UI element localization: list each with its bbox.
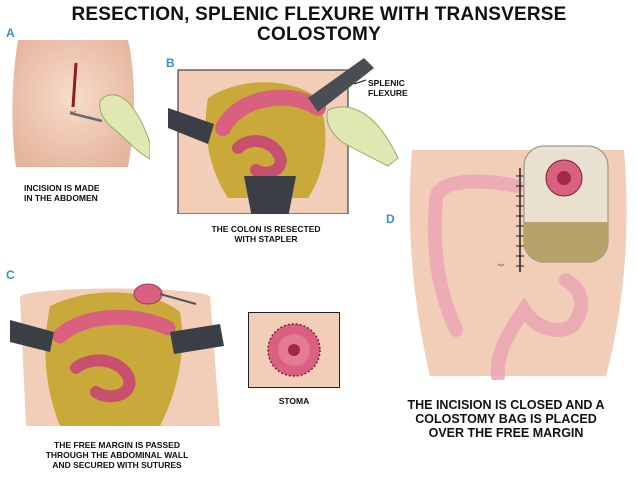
panel-d-caption: THE INCISION IS CLOSED AND A COLOSTOMY B… — [378, 398, 634, 440]
panel-d-illustration — [409, 145, 627, 380]
caption-line: THE INCISION IS CLOSED AND A — [407, 398, 605, 412]
label-line: SPLENIC — [368, 78, 405, 88]
panel-b-letter: B — [166, 56, 175, 70]
retractor-right — [170, 324, 224, 354]
caption-line: THE COLON IS RESECTED — [211, 224, 321, 234]
incision-line — [71, 62, 78, 108]
page-title: RESECTION, SPLENIC FLEXURE WITH TRANSVER… — [0, 5, 638, 45]
panel-c-illustration — [10, 283, 224, 426]
panel-a-letter: A — [6, 26, 15, 40]
caption-line: AND SECURED WITH SUTURES — [52, 460, 182, 470]
retractor-left — [10, 320, 54, 352]
caption-line: WITH STAPLER — [234, 234, 298, 244]
colon-loop — [52, 309, 176, 344]
colon-descending — [490, 273, 588, 380]
caption-line: OVER THE FREE MARGIN — [428, 426, 584, 440]
bag-contents — [524, 222, 608, 262]
free-margin-stoma — [133, 283, 163, 305]
caption-line: INCISION IS MADE — [24, 183, 100, 193]
retractor-left — [168, 108, 214, 144]
splenic-flexure-label: SPLENIC FLEXURE — [368, 78, 408, 98]
panel-c-caption: THE FREE MARGIN IS PASSED THROUGH THE AB… — [12, 440, 222, 470]
label-line: FLEXURE — [368, 88, 408, 98]
scalpel — [69, 111, 103, 123]
panel-d-letter: D — [386, 212, 395, 226]
glove-hand — [99, 94, 150, 160]
stapler-instrument — [308, 58, 374, 112]
stoma-inset — [248, 312, 340, 388]
panel-c-letter: C — [6, 268, 15, 282]
stoma-lumen — [557, 171, 571, 185]
panel-b-illustration — [168, 58, 399, 214]
caption-line: THE FREE MARGIN IS PASSED — [54, 440, 180, 450]
panel-a-caption: INCISION IS MADE IN THE ABDOMEN — [24, 183, 100, 203]
small-bowel — [70, 354, 136, 403]
leader-line — [353, 79, 367, 85]
caption-line: THROUGH THE ABDOMINAL WALL — [45, 450, 189, 460]
small-bowel — [232, 135, 287, 179]
navel — [497, 263, 505, 267]
panel-a-illustration — [12, 40, 150, 167]
colon-loop — [215, 89, 326, 136]
panel-b-caption: THE COLON IS RESECTED WITH STAPLER — [196, 224, 336, 244]
caption-line: COLOSTOMY BAG IS PLACED — [415, 412, 597, 426]
sutures — [516, 175, 524, 267]
title-line-1: RESECTION, SPLENIC FLEXURE WITH TRANSVER… — [71, 4, 567, 25]
forceps — [159, 293, 197, 305]
title-line-2: COLOSTOMY — [257, 24, 381, 45]
caption-line: IN THE ABDOMEN — [24, 193, 98, 203]
stoma-caption: STOMA — [278, 396, 310, 406]
stoma-lumen — [288, 344, 300, 356]
colon-ghost — [427, 174, 523, 337]
glove-hand — [326, 106, 399, 167]
retractor-bottom — [244, 176, 296, 214]
